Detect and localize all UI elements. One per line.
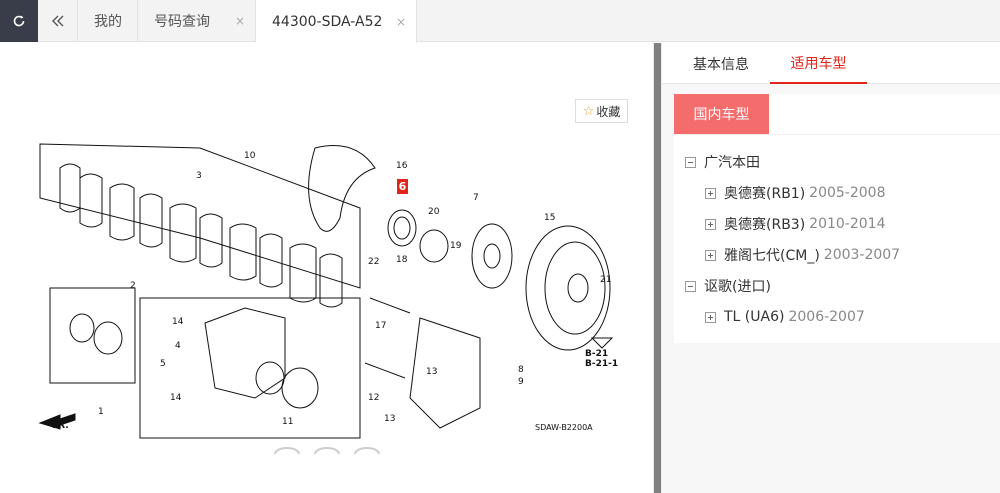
collapse-icon[interactable] [685,156,696,168]
close-icon[interactable]: × [395,14,406,29]
model-name: TL (UA6) [724,309,785,325]
carousel-dots [274,447,380,454]
refresh-button[interactable] [0,0,38,42]
callout-label: 15 [544,213,555,223]
model-name: 奥德赛(RB1) [724,186,806,202]
callout-label: 14 [170,393,182,403]
favorite-label: 收藏 [596,104,621,119]
callout-label: 17 [375,321,386,331]
tab-label: 国内车型 [693,107,750,123]
parts-diagram[interactable]: 10 3 2 16 20 7 15 22 18 19 21 17 14 4 5 … [30,123,630,463]
callout-label: 4 [175,341,181,351]
tab-label: 44300-SDA-A52 [272,13,383,30]
tab-bar: 我的 号码查询 × 44300-SDA-A52 × [0,0,1000,43]
double-chevron-left-icon [51,15,63,27]
callout-label: 19 [450,241,462,251]
callout-label: 9 [518,377,524,387]
front-label: FR. [52,421,69,431]
tab-basic-info[interactable]: 基本信息 [693,43,753,84]
model-years: 2006-2007 [788,309,865,325]
callout-label: 1 [98,407,104,417]
callout-label: 8 [518,365,524,375]
diagram-code: SDAW-B2200A [535,423,593,432]
favorite-button[interactable]: ☆ 收藏 [575,99,628,123]
divider [674,134,1000,135]
ref-label: B-21 [585,349,608,359]
expand-icon[interactable] [705,187,716,199]
ref-label: B-21-1 [585,359,618,369]
callout-label: 13 [426,367,437,377]
info-tabs: 基本信息 适用车型 [662,43,1000,84]
tree-node-model[interactable]: TL (UA6) 2006-2007 [705,305,865,329]
callout-label: 14 [172,317,184,327]
callout-label: 10 [244,151,256,161]
tree-node-brand[interactable]: 广汽本田 [685,150,760,174]
tree-node-label: 广汽本田 [704,155,760,171]
model-years: 2010-2014 [809,216,886,232]
callout-label: 13 [384,414,395,424]
tab-part-number[interactable]: 44300-SDA-A52 × [256,0,417,43]
close-icon[interactable]: × [234,14,245,28]
tree-node-model[interactable]: 奥德赛(RB1) 2005-2008 [705,181,885,205]
callout-label: 2 [130,281,136,291]
highlighted-callout[interactable]: 6 [397,179,408,194]
callout-label: 22 [368,257,379,267]
tab-label: 号码查询 [154,14,210,30]
tree-node-model[interactable]: 雅阁七代(CM_) 2003-2007 [705,243,900,267]
tree-node-brand[interactable]: 讴歌(进口) [685,274,771,298]
collapse-icon[interactable] [685,280,696,292]
callout-label: 18 [396,255,408,265]
tab-number-query[interactable]: 号码查询 × [138,0,256,42]
model-name: 雅阁七代(CM_) [724,248,820,264]
model-years: 2003-2007 [823,247,901,263]
callout-label: 5 [160,359,166,369]
pane-divider[interactable] [653,43,662,493]
tab-mine[interactable]: 我的 [78,0,138,42]
model-years: 2005-2008 [809,185,886,201]
tab-label: 适用车型 [790,55,847,72]
expand-icon[interactable] [705,311,716,323]
callout-label: 3 [196,171,202,181]
model-name: 奥德赛(RB3) [724,217,806,233]
models-panel: 国内车型 广汽本田 奥德赛(RB1) 2005-2008 奥德赛(RB3) 20… [674,94,1000,343]
callout-label: 20 [428,207,440,217]
expand-icon[interactable] [705,249,716,261]
callout-label: 11 [282,417,293,427]
callout-label: 12 [368,393,379,403]
refresh-icon [13,15,25,27]
callout-label: 21 [600,275,611,285]
scrollbar-thumb[interactable] [654,43,661,493]
tree-node-model[interactable]: 奥德赛(RB3) 2010-2014 [705,212,885,236]
callout-label: 7 [473,193,479,203]
tab-applicable-models[interactable]: 适用车型 [770,43,867,84]
tab-domestic-models[interactable]: 国内车型 [674,94,769,134]
star-icon: ☆ [582,103,595,119]
info-pane: 基本信息 适用车型 国内车型 广汽本田 奥德赛(RB1) 2005-2008 奥… [662,43,1000,493]
collapse-tabs-button[interactable] [38,0,78,42]
expand-icon[interactable] [705,218,716,230]
diagram-pane: ☆ 收藏 [0,43,653,493]
callout-label: 16 [396,161,408,171]
tab-label: 基本信息 [693,56,749,73]
tab-label: 我的 [94,14,122,30]
tree-node-label: 讴歌(进口) [704,279,771,295]
